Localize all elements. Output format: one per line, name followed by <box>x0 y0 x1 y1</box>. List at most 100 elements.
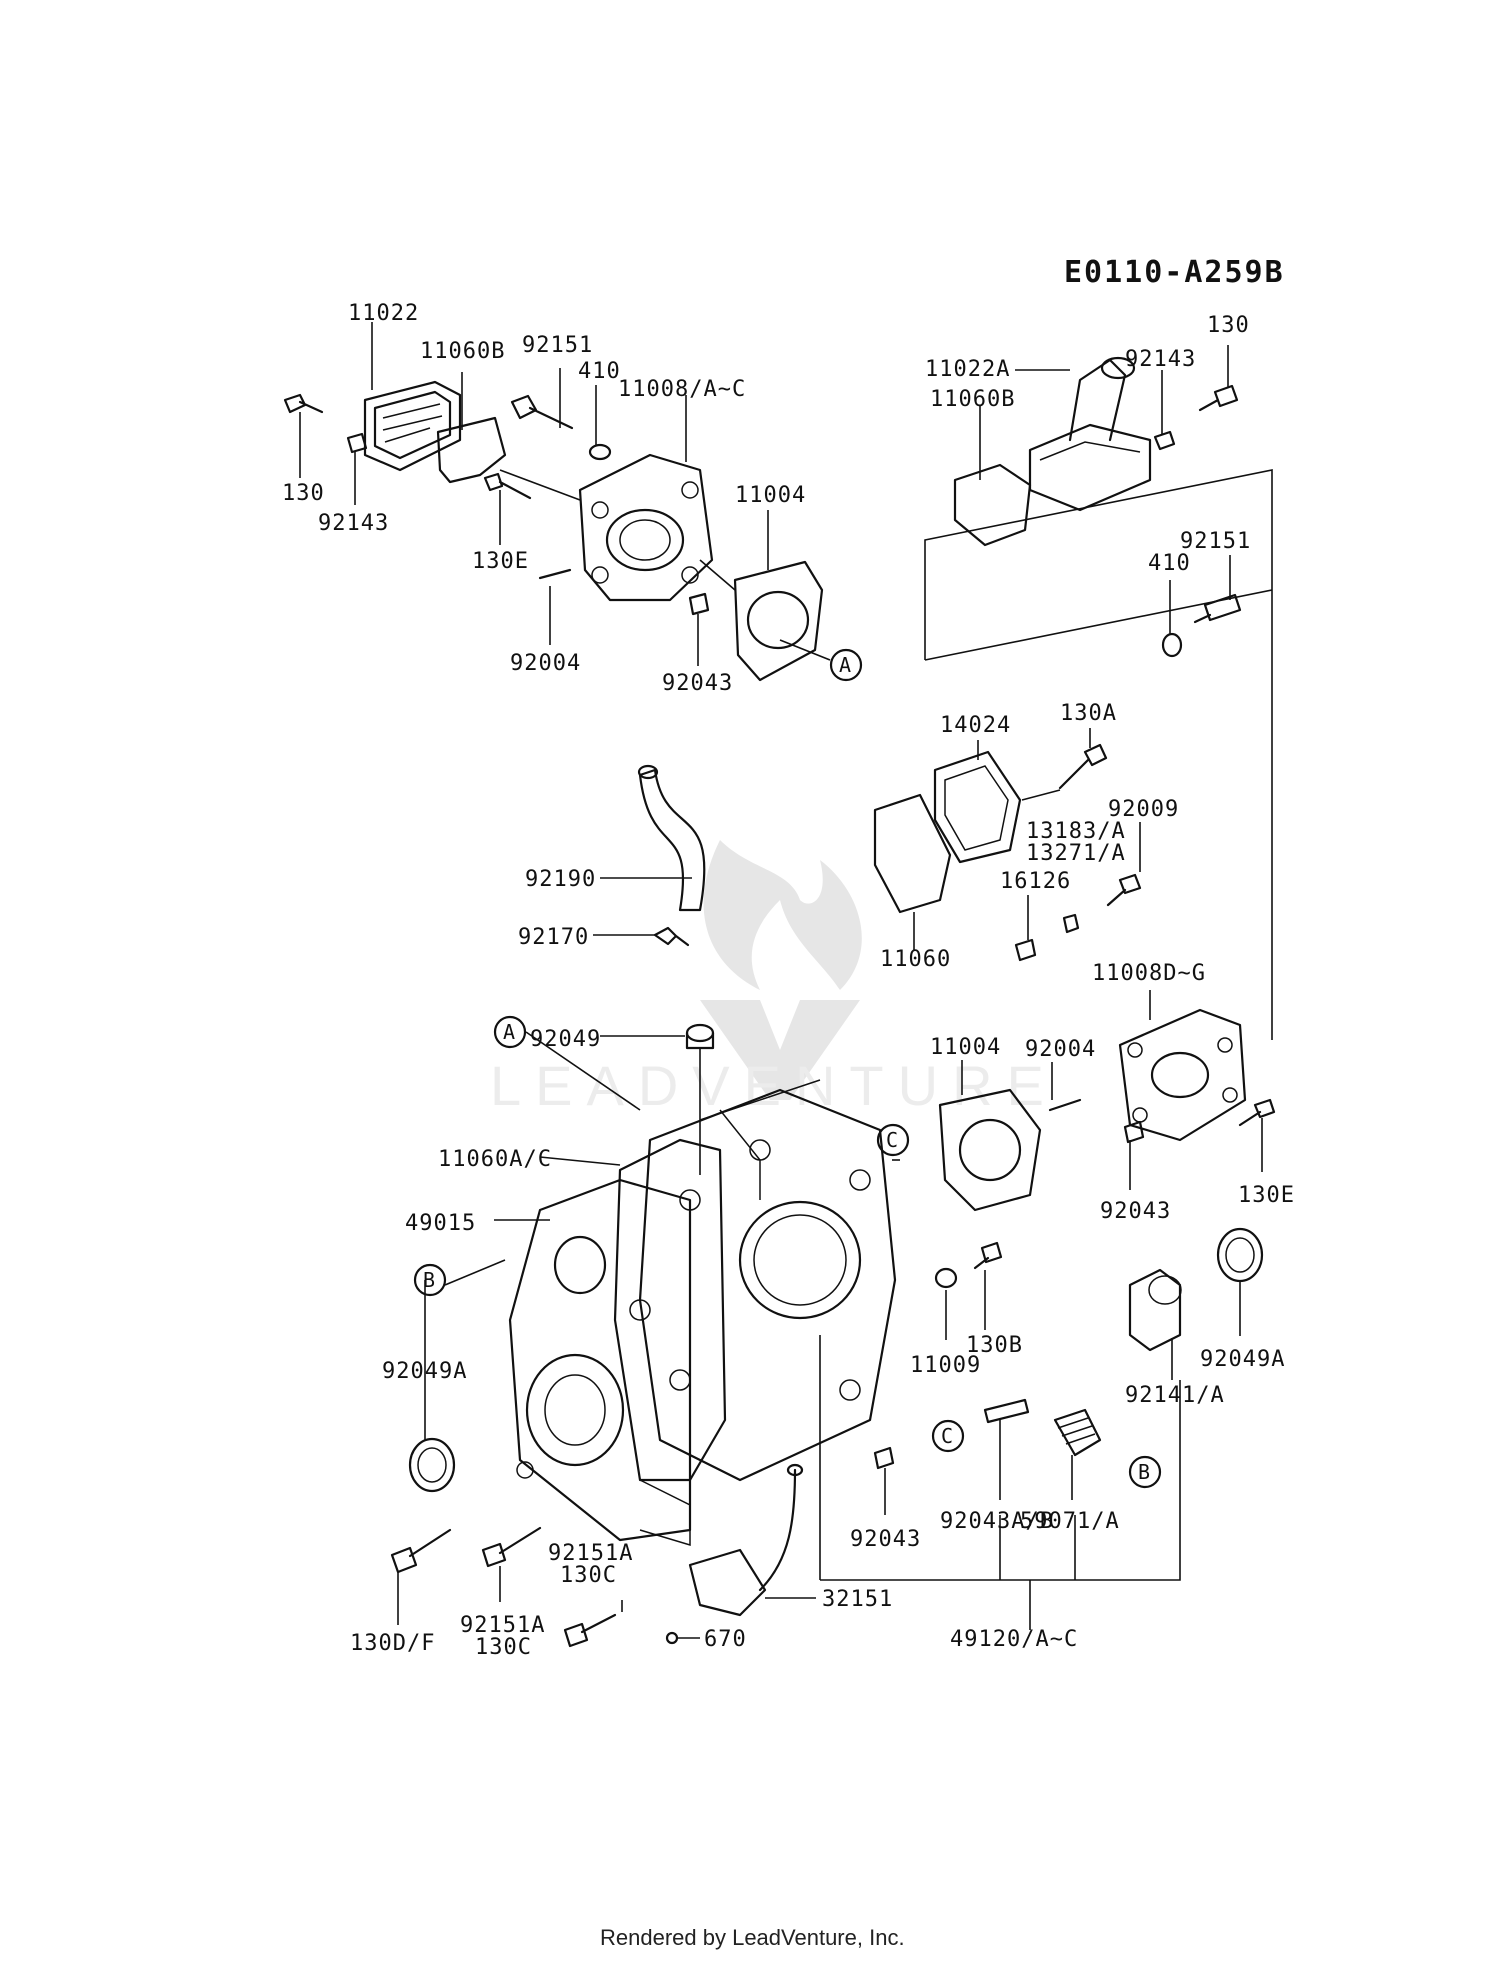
label-92141[interactable]: 92141/A <box>1125 1383 1225 1408</box>
label-92043ab[interactable]: 92043A/B <box>940 1509 1054 1534</box>
label-92151a-b[interactable]: 92151A <box>460 1613 545 1638</box>
label-92143-right[interactable]: 92143 <box>1125 347 1196 372</box>
label-11004-top[interactable]: 11004 <box>735 483 806 508</box>
cylinder-head-right[interactable] <box>1118 1008 1247 1142</box>
washer-410-top[interactable] <box>588 443 612 461</box>
dowel-92043-bottom[interactable] <box>873 1446 895 1470</box>
label-410-top[interactable]: 410 <box>578 359 621 384</box>
label-92143-left[interactable]: 92143 <box>318 511 389 536</box>
crankcase-cover-49015[interactable] <box>508 1178 692 1547</box>
label-11004-mid[interactable]: 11004 <box>930 1035 1001 1060</box>
pin-92143-right[interactable] <box>1153 430 1176 451</box>
bolt-130a[interactable] <box>1058 743 1108 790</box>
label-11060[interactable]: 11060 <box>880 947 951 972</box>
label-49015[interactable]: 49015 <box>405 1211 476 1236</box>
label-13271[interactable]: 13271/A <box>1026 841 1126 866</box>
label-130e-right[interactable]: 130E <box>1238 1183 1295 1208</box>
cylinder-head-left[interactable] <box>578 453 714 602</box>
dowel-92043-mid[interactable] <box>1123 1120 1145 1144</box>
callout-b-left[interactable]: B <box>413 1263 447 1297</box>
label-130c-a[interactable]: 130C <box>560 1563 617 1588</box>
label-92151a-a[interactable]: 92151A <box>548 1541 633 1566</box>
label-92004-top[interactable]: 92004 <box>510 651 581 676</box>
bushing-92141[interactable] <box>1128 1268 1182 1352</box>
label-92049[interactable]: 92049 <box>530 1027 601 1052</box>
screw-92009[interactable] <box>1106 873 1142 907</box>
label-11009[interactable]: 11009 <box>910 1353 981 1378</box>
label-130c-b[interactable]: 130C <box>475 1635 532 1660</box>
label-92151-top[interactable]: 92151 <box>522 333 593 358</box>
label-92170[interactable]: 92170 <box>518 925 589 950</box>
pin-92043ab[interactable] <box>983 1398 1030 1424</box>
label-92004-mid[interactable]: 92004 <box>1025 1037 1096 1062</box>
plug-130b[interactable] <box>973 1241 1003 1270</box>
label-130b[interactable]: 130B <box>966 1333 1023 1358</box>
stud-92151-top[interactable] <box>510 394 574 430</box>
head-gasket-11004-top[interactable] <box>733 560 824 682</box>
callout-c-bottom[interactable]: C <box>931 1419 965 1453</box>
washer-410-right[interactable] <box>1161 632 1183 658</box>
rocker-cover-right[interactable] <box>1028 356 1152 512</box>
label-13183[interactable]: 13183/A <box>1026 819 1126 844</box>
label-11060ac[interactable]: 11060A/C <box>438 1147 552 1172</box>
label-49120[interactable]: 49120/A~C <box>950 1627 1078 1652</box>
bolt-130-right[interactable] <box>1198 384 1239 412</box>
bolt-92151a-130c-a[interactable] <box>563 1613 617 1648</box>
o-ring-670[interactable] <box>665 1631 679 1645</box>
label-130-left[interactable]: 130 <box>282 481 325 506</box>
label-670[interactable]: 670 <box>704 1627 747 1652</box>
label-14024[interactable]: 14024 <box>940 713 1011 738</box>
plug-16126[interactable] <box>1014 913 1080 962</box>
oil-seal-92049a-right[interactable] <box>1216 1227 1264 1283</box>
label-59071[interactable]: 59071/A <box>1020 1509 1120 1534</box>
rocker-cover-left[interactable] <box>363 380 462 472</box>
crankcase-gasket-11060ac[interactable] <box>613 1138 727 1482</box>
label-11008[interactable]: 11008/A~C <box>618 377 746 402</box>
stud-92004-mid[interactable] <box>1048 1098 1082 1112</box>
gasket-11060[interactable] <box>873 793 952 914</box>
gasket-11060b-left[interactable] <box>436 416 507 484</box>
washer-11009[interactable] <box>934 1267 958 1289</box>
oil-pipe-32151[interactable] <box>688 1463 804 1617</box>
spring-59071[interactable] <box>1053 1408 1102 1457</box>
stud-92004-top[interactable] <box>538 568 572 580</box>
callout-c-mid[interactable]: C <box>876 1123 910 1157</box>
label-92190[interactable]: 92190 <box>525 867 596 892</box>
label-11022[interactable]: 11022 <box>348 301 419 326</box>
pin-92143-left[interactable] <box>346 432 368 454</box>
dowel-92043-top[interactable] <box>688 592 710 616</box>
bolt-130e-right[interactable] <box>1238 1098 1276 1127</box>
label-92043-mid[interactable]: 92043 <box>1100 1199 1171 1224</box>
bolt-130e-top[interactable] <box>483 472 532 500</box>
dowel-92049[interactable] <box>685 1023 715 1050</box>
bolt-130-left[interactable] <box>283 393 324 414</box>
oil-seal-92049a-left[interactable] <box>408 1437 456 1493</box>
stud-92151-right[interactable] <box>1193 593 1242 624</box>
label-11022a[interactable]: 11022A <box>925 357 1010 382</box>
gasket-11060b-right[interactable] <box>953 463 1032 547</box>
callout-b-right[interactable]: B <box>1128 1455 1162 1489</box>
label-410-right[interactable]: 410 <box>1148 551 1191 576</box>
breather-hose-92190[interactable] <box>637 764 706 912</box>
label-130a[interactable]: 130A <box>1060 701 1117 726</box>
label-130-right[interactable]: 130 <box>1207 313 1250 338</box>
callout-a-top[interactable]: A <box>829 648 863 682</box>
label-92049a-left[interactable]: 92049A <box>382 1359 467 1384</box>
label-130e-top[interactable]: 130E <box>472 549 529 574</box>
bolt-92151a-130c-b[interactable] <box>481 1526 542 1568</box>
head-gasket-11004-mid[interactable] <box>938 1088 1042 1212</box>
label-11060b-right[interactable]: 11060B <box>930 387 1015 412</box>
label-92043-top[interactable]: 92043 <box>662 671 733 696</box>
label-130df[interactable]: 130D/F <box>350 1631 435 1656</box>
label-32151[interactable]: 32151 <box>822 1587 893 1612</box>
label-11008d[interactable]: 11008D~G <box>1092 961 1206 986</box>
callout-a-mid[interactable]: A <box>493 1015 527 1049</box>
label-92151-right[interactable]: 92151 <box>1180 529 1251 554</box>
label-92043-bottom[interactable]: 92043 <box>850 1527 921 1552</box>
breather-cover-14024[interactable] <box>933 750 1022 864</box>
label-92009[interactable]: 92009 <box>1108 797 1179 822</box>
label-92049a-right[interactable]: 92049A <box>1200 1347 1285 1372</box>
crankcase-main[interactable] <box>638 1079 897 1482</box>
label-16126[interactable]: 16126 <box>1000 869 1071 894</box>
clamp-92170[interactable] <box>653 926 690 947</box>
